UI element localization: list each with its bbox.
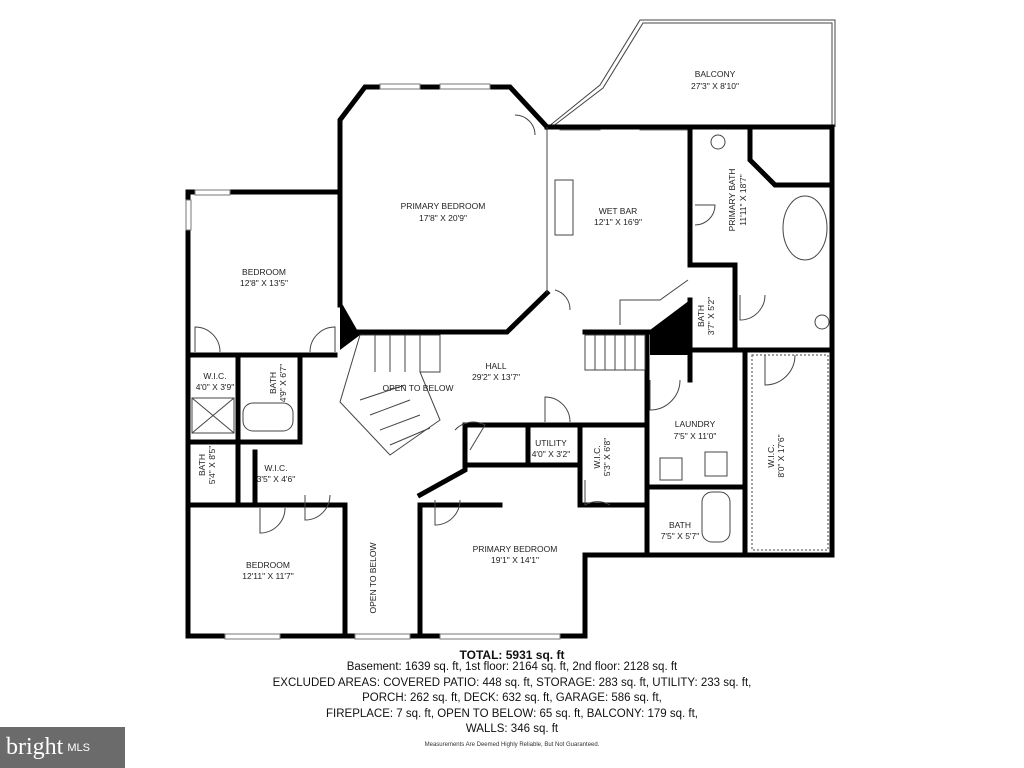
washer xyxy=(659,457,683,481)
window xyxy=(439,633,561,640)
logo-brand: bright xyxy=(6,734,64,760)
svg-text:17'8" X 20'9": 17'8" X 20'9" xyxy=(419,213,467,223)
svg-text:19'1" X 14'1": 19'1" X 14'1" xyxy=(491,555,539,565)
svg-text:BATH: BATH xyxy=(268,372,278,394)
logo-suffix: MLS xyxy=(67,741,90,754)
bathtub xyxy=(701,491,731,543)
bathtub xyxy=(782,195,828,261)
wall-column xyxy=(340,300,360,350)
svg-text:7'5" X 5'7": 7'5" X 5'7" xyxy=(661,531,700,541)
svg-text:BATH: BATH xyxy=(696,305,706,327)
svg-text:HALL: HALL xyxy=(485,361,507,371)
doors xyxy=(194,114,796,534)
svg-text:W.I.C.: W.I.C. xyxy=(264,463,287,473)
area-line: EXCLUDED AREAS: COVERED PATIO: 448 sq. f… xyxy=(272,676,752,689)
svg-text:4'9" X 6'7": 4'9" X 6'7" xyxy=(278,364,288,403)
svg-text:5'4" X 8'5": 5'4" X 8'5" xyxy=(207,446,217,485)
area-line: FIREPLACE: 7 sq. ft, OPEN TO BELOW: 65 s… xyxy=(326,707,698,720)
svg-text:BEDROOM: BEDROOM xyxy=(246,560,290,570)
wet-bar-counter xyxy=(554,179,574,236)
sink xyxy=(814,314,830,330)
total-area: TOTAL: 5931 sq. ft xyxy=(459,648,565,662)
svg-text:PRIMARY BEDROOM: PRIMARY BEDROOM xyxy=(473,544,558,554)
svg-text:8'0" X 17'6": 8'0" X 17'6" xyxy=(776,434,786,477)
staircase xyxy=(339,334,646,456)
svg-text:5'3" X 6'8": 5'3" X 6'8" xyxy=(602,438,612,477)
area-line: Basement: 1639 sq. ft, 1st floor: 2164 s… xyxy=(346,661,678,673)
sink xyxy=(710,134,726,150)
svg-text:LAUNDRY: LAUNDRY xyxy=(675,419,716,429)
window xyxy=(379,83,421,90)
svg-text:29'2" X 13'7": 29'2" X 13'7" xyxy=(472,372,520,382)
room-label-open-to-below: OPEN TO BELOW xyxy=(382,383,453,393)
room-label-open-to-below: OPEN TO BELOW xyxy=(368,542,378,613)
window xyxy=(439,83,491,90)
svg-text:7'5" X 11'0": 7'5" X 11'0" xyxy=(674,431,717,441)
area-breakdown: Basement: 1639 sq. ft, 1st floor: 2164 s… xyxy=(0,660,1024,738)
svg-text:W.I.C.: W.I.C. xyxy=(592,445,602,468)
svg-text:PRIMARY BEDROOM: PRIMARY BEDROOM xyxy=(401,201,486,211)
svg-text:27'3" X 8'10": 27'3" X 8'10" xyxy=(691,81,739,91)
svg-text:4'0" X 3'9": 4'0" X 3'9" xyxy=(196,382,235,392)
area-line: WALLS: 346 sq. ft xyxy=(465,723,559,735)
wet-bar-counter xyxy=(619,279,689,325)
room-label-wic: W.I.C.5'3" X 6'8" xyxy=(592,438,612,477)
room-label-laundry: LAUNDRY 7'5" X 11'0" xyxy=(674,419,717,441)
wall-outer xyxy=(185,124,835,639)
window xyxy=(354,633,411,640)
room-label-wic: W.I.C.3'5" X 4'6" xyxy=(257,463,296,484)
svg-text:BALCONY: BALCONY xyxy=(695,69,736,79)
svg-text:UTILITY: UTILITY xyxy=(535,438,567,448)
bright-mls-logo: bright MLS xyxy=(0,727,125,768)
svg-text:12'11" X 11'7": 12'11" X 11'7" xyxy=(242,571,294,581)
room-label-balcony: BALCONY 27'3" X 8'10" xyxy=(691,69,739,91)
wall-column xyxy=(650,300,690,355)
svg-text:W.I.C.: W.I.C. xyxy=(203,371,226,381)
bathtub xyxy=(242,402,294,432)
room-label-wic: W.I.C.8'0" X 17'6" xyxy=(766,434,786,477)
disclaimer: Measurements Are Deemed Highly Reliable,… xyxy=(424,742,600,748)
svg-text:3'5" X 4'6": 3'5" X 4'6" xyxy=(257,474,296,484)
room-label-wic: W.I.C.4'0" X 3'9" xyxy=(196,371,235,392)
window xyxy=(224,633,281,640)
svg-text:3'7" X 5'2": 3'7" X 5'2" xyxy=(706,297,716,336)
svg-text:W.I.C.: W.I.C. xyxy=(766,444,776,467)
svg-text:WET BAR: WET BAR xyxy=(599,206,638,216)
svg-text:BATH: BATH xyxy=(197,454,207,476)
svg-text:BATH: BATH xyxy=(669,520,691,530)
wall-primary-bedroom xyxy=(337,84,551,308)
wall-primary-bedroom-bottom xyxy=(342,289,551,335)
svg-text:PRIMARY BATH: PRIMARY BATH xyxy=(727,169,737,232)
balcony-outline xyxy=(547,19,836,128)
svg-text:12'1" X 16'9": 12'1" X 16'9" xyxy=(594,217,642,227)
balcony-railing xyxy=(551,22,833,128)
window xyxy=(185,199,192,231)
dryer xyxy=(704,451,728,477)
closet-shelving xyxy=(751,354,829,551)
shower xyxy=(191,397,235,434)
svg-text:BEDROOM: BEDROOM xyxy=(242,267,286,277)
svg-text:12'8" X 13'5": 12'8" X 13'5" xyxy=(240,278,288,288)
svg-text:11'11" X 18'7": 11'11" X 18'7" xyxy=(738,174,748,226)
room-label-primary-bedroom: PRIMARY BEDROOM 17'8" X 20'9" xyxy=(401,201,486,223)
window xyxy=(194,189,231,196)
svg-text:4'0" X 3'2": 4'0" X 3'2" xyxy=(532,449,571,459)
area-line: PORCH: 262 sq. ft, DECK: 632 sq. ft, GAR… xyxy=(362,692,662,704)
